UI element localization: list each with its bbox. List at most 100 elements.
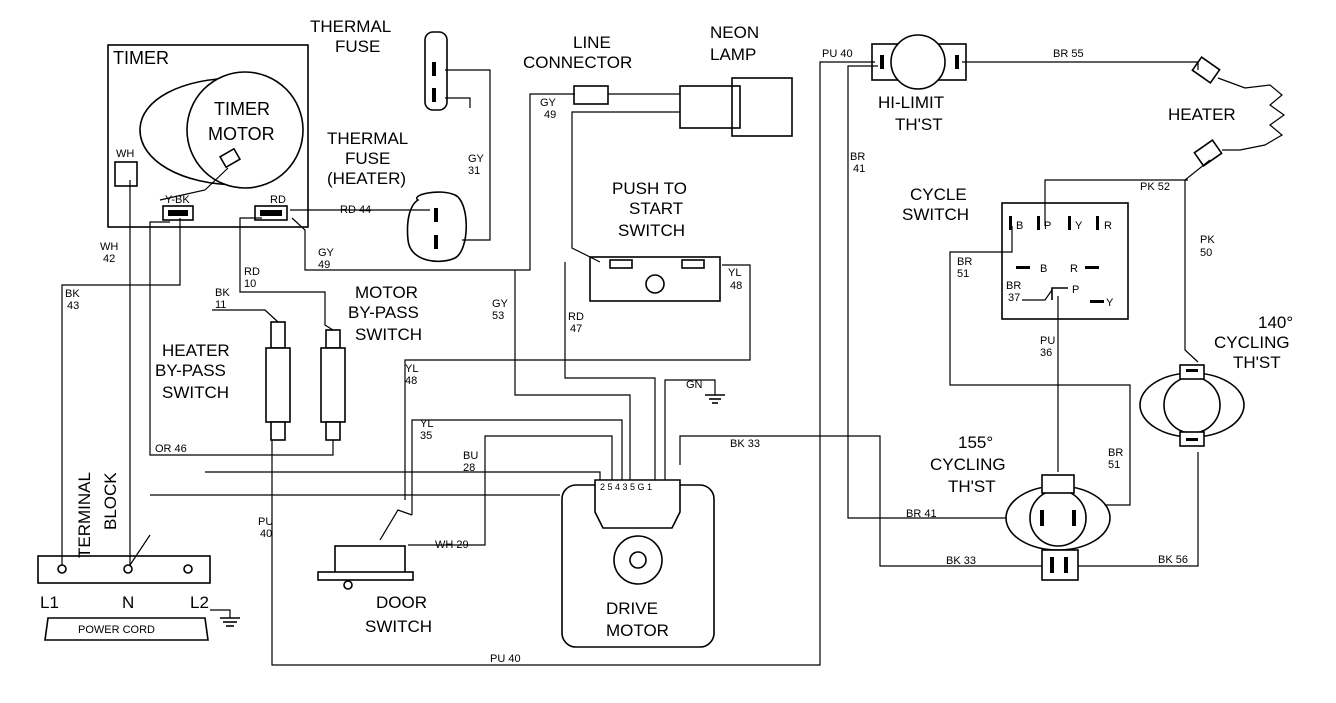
- push-to-start-switch: PUSH TO START SWITCH: [589, 179, 721, 302]
- line-connector-label-1: LINE: [573, 33, 611, 52]
- thermal-fuse-heater-label-2: FUSE: [345, 149, 390, 168]
- motor-bypass-switch: MOTOR BY-PASS SWITCH: [320, 283, 422, 441]
- cycle-terminal-r: R: [1104, 220, 1112, 232]
- thermal-fuse-heater-label-3: (HEATER): [327, 169, 406, 188]
- cycle-terminal-r2: R: [1070, 263, 1078, 275]
- wire-pu40-left-2: 40: [260, 528, 272, 540]
- cycle-switch-label-2: SWITCH: [902, 205, 969, 224]
- wire-pu36-1: PU: [1040, 335, 1055, 347]
- wire-br37-2: 37: [1008, 292, 1020, 304]
- wire-pu36-2: 36: [1040, 347, 1052, 359]
- cycling-155-label-2: CYCLING: [930, 455, 1006, 474]
- heater-label: HEATER: [1168, 105, 1236, 124]
- motor-bypass-label-3: SWITCH: [355, 325, 422, 344]
- wire-pk50-1: PK: [1200, 234, 1215, 246]
- neon-lamp-label-2: LAMP: [710, 45, 756, 64]
- cycling-155-label-3: TH'ST: [948, 477, 996, 496]
- cycle-terminal-b: B: [1016, 220, 1023, 232]
- wire-rd10-1: RD: [244, 266, 260, 278]
- terminal-block-label-1: TERMINAL: [75, 472, 94, 558]
- line-connector: LINE CONNECTOR: [523, 33, 632, 105]
- wire-yl48-push-1: YL: [728, 267, 741, 279]
- timer-wh-terminal: WH: [116, 148, 134, 160]
- cycling-thermostat-155: 155° CYCLING TH'ST: [930, 433, 1111, 581]
- cycle-terminal-b2: B: [1040, 263, 1047, 275]
- heater-bypass-label-2: BY-PASS: [155, 361, 226, 380]
- wire-pk50-2: 50: [1200, 247, 1212, 259]
- wire-pu40-left-1: PU: [258, 516, 273, 528]
- push-to-start-label-1: PUSH TO: [612, 179, 687, 198]
- push-to-start-label-2: START: [629, 199, 683, 218]
- hi-limit-thermostat: HI-LIMIT TH'ST: [871, 34, 967, 134]
- neon-lamp-label-1: NEON: [710, 23, 759, 42]
- wires: [61, 61, 1211, 666]
- thermal-fuse-label-2: FUSE: [335, 37, 380, 56]
- wire-gy49-top-2: 49: [544, 109, 556, 121]
- wire-br55: BR 55: [1053, 48, 1084, 60]
- drive-motor: 2 5 4 3 5 G 1 DRIVE MOTOR: [561, 479, 715, 648]
- wire-or46: OR 46: [155, 443, 187, 455]
- drive-motor-label-2: MOTOR: [606, 621, 669, 640]
- door-switch-label-1: DOOR: [376, 593, 427, 612]
- motor-bypass-label-2: BY-PASS: [348, 303, 419, 322]
- wire-gy49-top-1: GY: [540, 97, 557, 109]
- timer: TIMER TIMER MOTOR WH Y-BK RD: [107, 44, 309, 228]
- wire-bk33-top: BK 33: [730, 438, 760, 450]
- thermal-fuse: THERMAL FUSE: [310, 17, 448, 111]
- terminal-n: N: [122, 593, 134, 612]
- cycle-switch: CYCLE SWITCH B P Y R B R P Y: [902, 185, 1129, 320]
- wire-bk11-2: 11: [215, 299, 226, 311]
- terminal-l2: L2: [190, 593, 209, 612]
- power-cord-label: POWER CORD: [78, 624, 155, 636]
- timer-ybk-terminal: Y-BK: [165, 194, 190, 206]
- wire-rd10-2: 10: [244, 278, 256, 290]
- line-connector-label-2: CONNECTOR: [523, 53, 632, 72]
- thermal-fuse-heater: THERMAL FUSE (HEATER): [327, 129, 468, 263]
- wire-gy31-1: GY: [468, 153, 485, 165]
- cycle-switch-label-1: CYCLE: [910, 185, 967, 204]
- wire-br41-bottom: BR 41: [906, 508, 937, 520]
- drive-motor-label-1: DRIVE: [606, 599, 658, 618]
- wire-rd47-2: 47: [570, 323, 582, 335]
- wire-br51-right-1: BR: [1108, 447, 1123, 459]
- cycling-thermostat-140: 140° CYCLING TH'ST: [1139, 313, 1293, 447]
- wire-wh42-1: WH: [100, 241, 118, 253]
- neon-lamp: NEON LAMP: [679, 23, 793, 137]
- ground-symbol: [705, 394, 725, 404]
- terminal-block-label-2: BLOCK: [101, 472, 120, 530]
- heater-bypass-switch: HEATER BY-PASS SWITCH: [155, 321, 291, 441]
- thermal-fuse-heater-label-1: THERMAL: [327, 129, 408, 148]
- terminal-block: TERMINAL BLOCK L1 N L2: [37, 472, 240, 627]
- timer-label: TIMER: [113, 48, 169, 68]
- heater-bypass-label-3: SWITCH: [162, 383, 229, 402]
- wire-bk43-1: BK: [65, 288, 80, 300]
- timer-motor-label-1: TIMER: [214, 99, 270, 119]
- timer-motor-label-2: MOTOR: [208, 124, 275, 144]
- wire-labels: PU 40 BR 55 GY 49 GY 31 RD 44 GY 49 BR 4…: [65, 48, 1215, 665]
- cycle-terminal-p: P: [1044, 220, 1051, 232]
- heater: HEATER: [1168, 56, 1286, 167]
- motor-bypass-label-1: MOTOR: [355, 283, 418, 302]
- wire-yl48-left-1: YL: [405, 363, 418, 375]
- door-switch-label-2: SWITCH: [365, 617, 432, 636]
- timer-rd-terminal: RD: [270, 194, 286, 206]
- wire-rd44: RD 44: [340, 204, 371, 216]
- cycling-140-label-1: 140°: [1258, 313, 1293, 332]
- wire-wh42-2: 42: [103, 253, 115, 265]
- push-to-start-label-3: SWITCH: [618, 221, 685, 240]
- cycling-140-label-2: CYCLING: [1214, 333, 1290, 352]
- wire-gy49-timer-2: 49: [318, 259, 330, 271]
- power-cord: POWER CORD: [44, 617, 209, 641]
- wire-gy49-timer-1: GY: [318, 247, 335, 259]
- cycle-terminal-p2: P: [1072, 284, 1079, 296]
- door-switch: DOOR SWITCH: [317, 545, 432, 636]
- wire-br51-left-2: 51: [957, 268, 969, 280]
- cycling-140-label-3: TH'ST: [1233, 353, 1281, 372]
- wire-gn: GN: [686, 379, 703, 391]
- wire-bk11-1: BK: [215, 287, 230, 299]
- wire-yl48-push-2: 48: [730, 280, 742, 292]
- wire-bu28-2: 28: [463, 462, 475, 474]
- wire-wh29: WH 29: [435, 539, 469, 551]
- drive-motor-pins: 2 5 4 3 5 G 1: [600, 482, 652, 492]
